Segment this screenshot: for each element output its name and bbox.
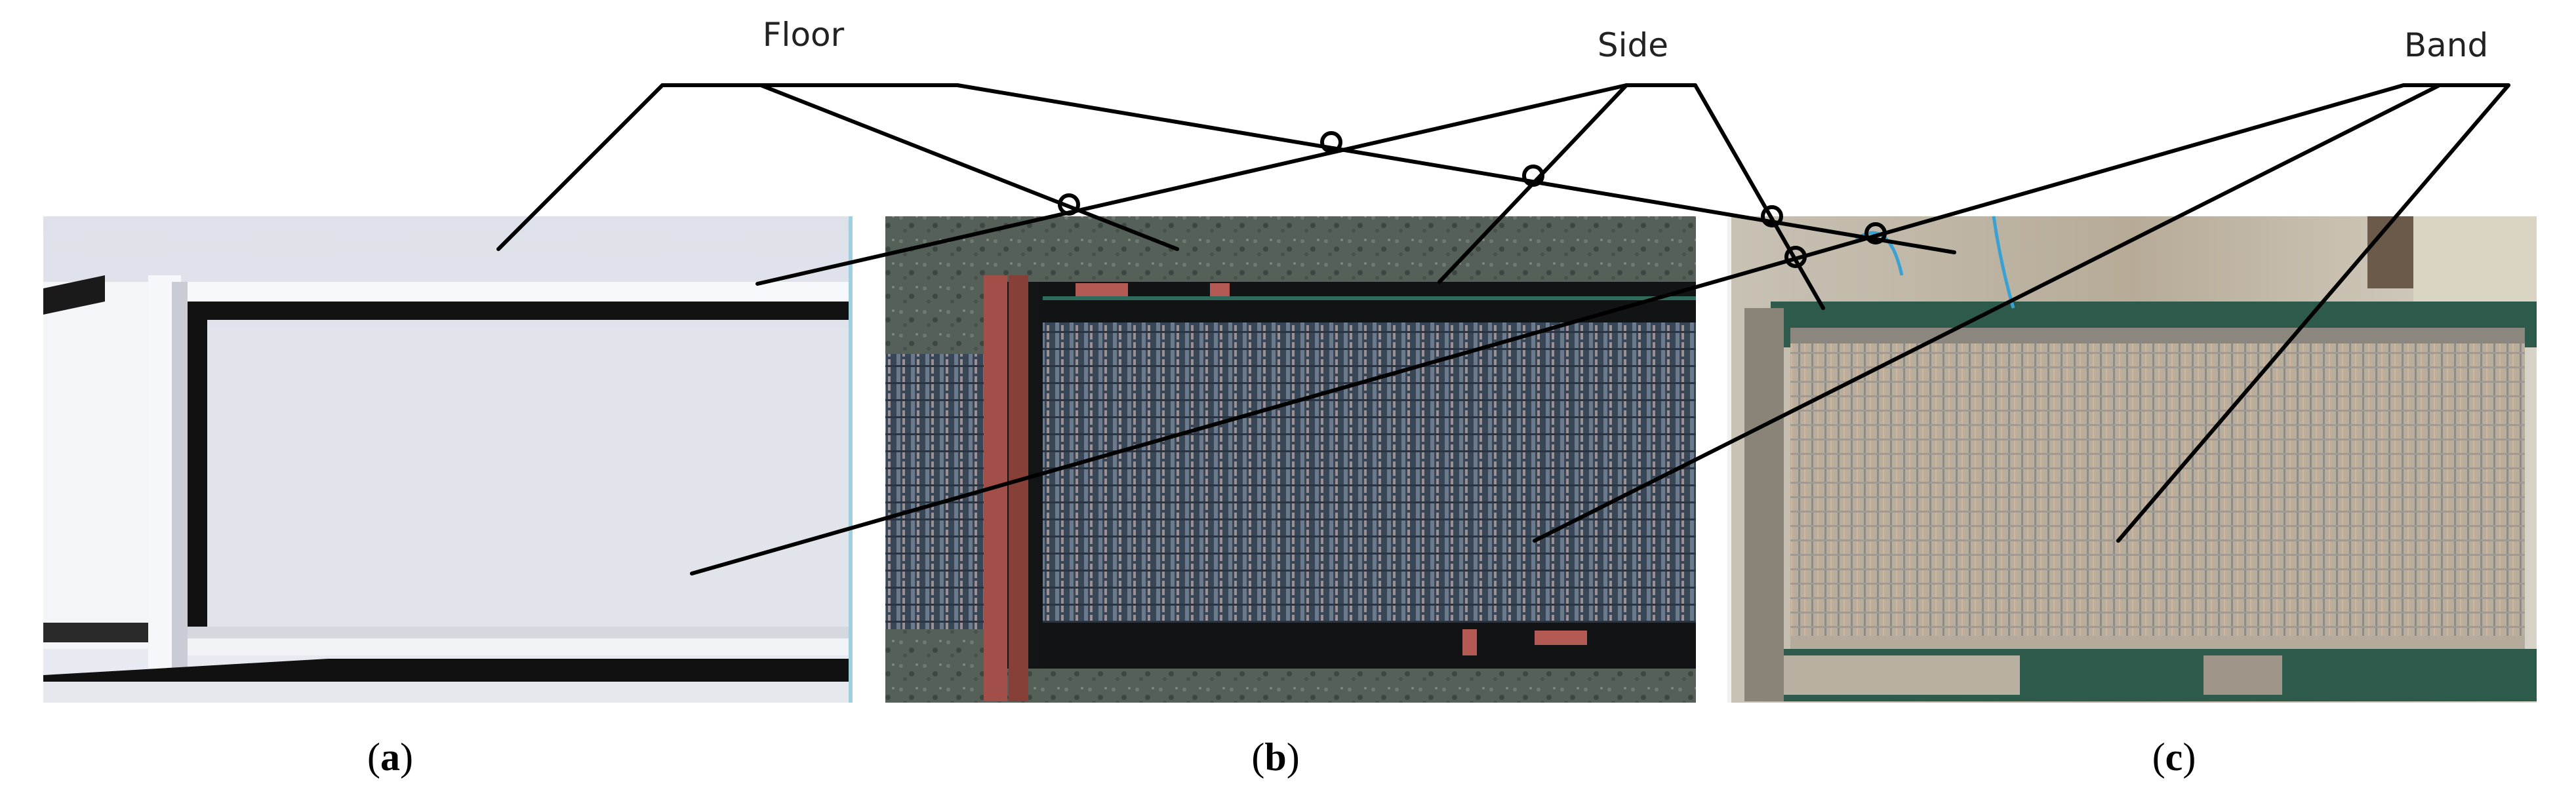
line-hop-5: [1784, 246, 1807, 268]
band-leader-a: [690, 83, 2405, 575]
band-leader-b: [1533, 83, 2442, 543]
side-leader-a: [755, 83, 1628, 286]
floor-leader-a: [496, 83, 664, 251]
caption-c: (c): [2152, 735, 2196, 779]
leader-lines: [496, 83, 2510, 575]
side-leader-c: [1693, 83, 1825, 310]
floor-leader-c: [956, 83, 1956, 254]
panel-a-image: [43, 216, 853, 703]
caption-a: (a): [367, 735, 413, 779]
panel-c-image: [1727, 216, 2537, 703]
band-leader-c: [2116, 83, 2510, 543]
line-hop-2: [1320, 131, 1342, 153]
line-hop-3: [1522, 165, 1544, 187]
line-hop-1: [1058, 193, 1080, 216]
label-floor: Floor: [763, 16, 845, 54]
label-side: Side: [1598, 26, 1668, 64]
label-band: Band: [2404, 26, 2488, 64]
caption-b: (b): [1251, 735, 1299, 779]
panel-b-image: [885, 216, 1696, 703]
line-hop-6: [1864, 222, 1887, 244]
floor-leader-b: [759, 83, 1179, 251]
line-hop-4: [1761, 205, 1783, 227]
